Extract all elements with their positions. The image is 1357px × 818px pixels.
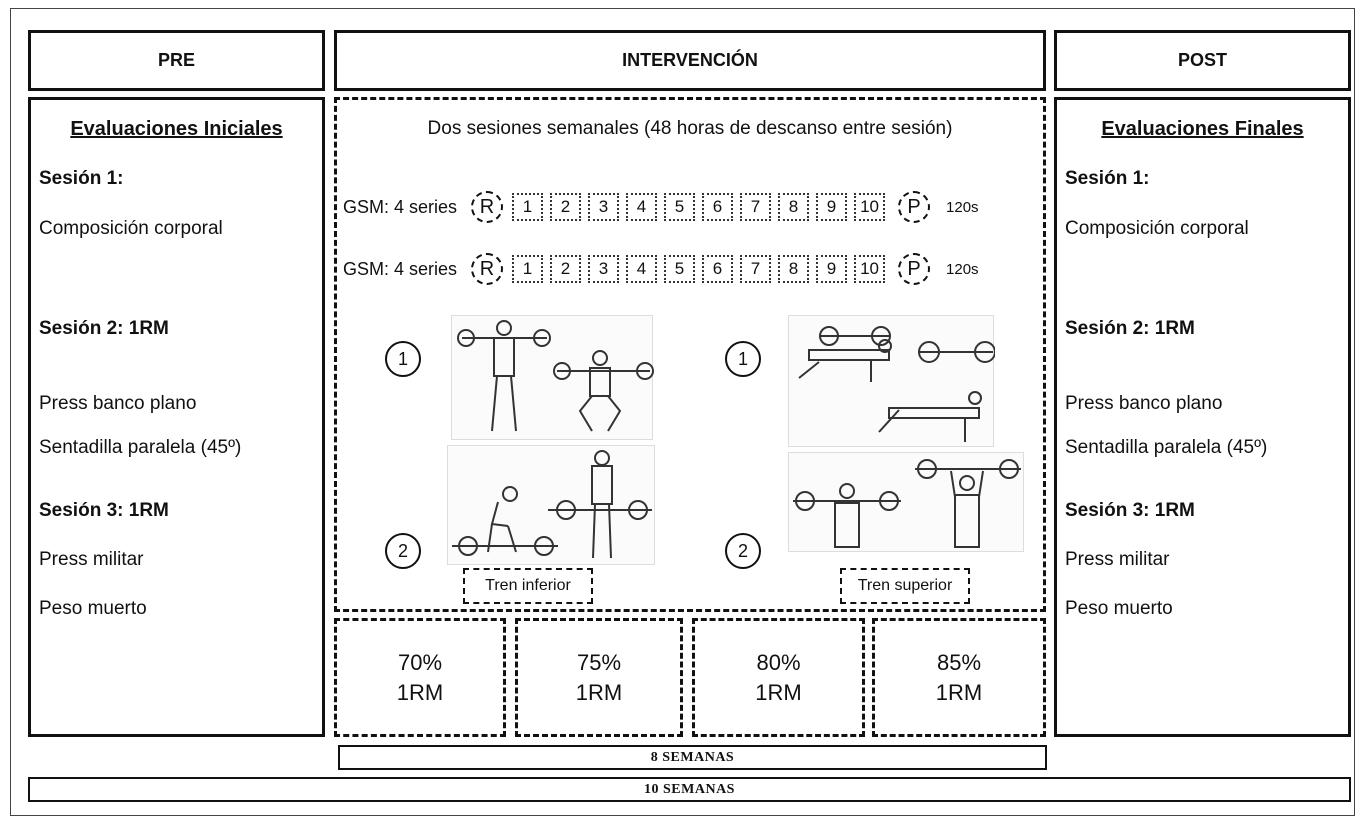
rep-box: 9 — [816, 193, 847, 221]
post-session-3-item: Press militar — [1065, 549, 1170, 571]
lower-body-label: Tren inferior — [463, 568, 593, 604]
gsm-label: GSM: 4 series — [343, 197, 457, 218]
pre-session-2-item: Sentadilla paralela (45º) — [39, 437, 241, 459]
pre-panel: Evaluaciones Iniciales Sesión 1: Composi… — [28, 97, 325, 737]
gsm-row: GSM: 4 series R 1 2 3 4 5 6 7 8 9 10 P 1… — [343, 191, 979, 223]
rep-box: 5 — [664, 193, 695, 221]
military-press-figures-icon — [789, 453, 1025, 553]
rest-start-marker: R — [471, 191, 503, 223]
pre-header: PRE — [28, 30, 325, 91]
eight-weeks-bar: 8 SEMANAS — [338, 745, 1047, 770]
rep-box: 10 — [854, 193, 885, 221]
exercise-number-upper-1: 1 — [725, 341, 761, 377]
sessions-text: Dos sesiones semanales (48 horas de desc… — [337, 118, 1043, 140]
ten-weeks-bar: 10 SEMANAS — [28, 777, 1351, 802]
intensity-box: 75% 1RM — [515, 618, 683, 737]
rep-box: 9 — [816, 255, 847, 283]
intensity-box: 70% 1RM — [334, 618, 506, 737]
rep-box: 2 — [550, 255, 581, 283]
rest-time: 120s — [946, 199, 979, 216]
rep-box: 2 — [550, 193, 581, 221]
intensity-unit: 1RM — [936, 678, 982, 708]
intervention-header: INTERVENCIÓN — [334, 30, 1046, 91]
post-session-2-item: Sentadilla paralela (45º) — [1065, 437, 1267, 459]
post-panel: Evaluaciones Finales Sesión 1: Composici… — [1054, 97, 1351, 737]
post-session-2-item: Press banco plano — [1065, 393, 1222, 415]
exercise-number-lower-2: 2 — [385, 533, 421, 569]
rep-box: 5 — [664, 255, 695, 283]
exercise-number-upper-2: 2 — [725, 533, 761, 569]
deadlift-figures-icon — [448, 446, 656, 566]
intensity-unit: 1RM — [397, 678, 443, 708]
post-header: POST — [1054, 30, 1351, 91]
gsm-row: GSM: 4 series R 1 2 3 4 5 6 7 8 9 10 P 1… — [343, 253, 979, 285]
squat-figures-icon — [452, 316, 654, 441]
rep-box: 7 — [740, 193, 771, 221]
intervention-panel: Dos sesiones semanales (48 horas de desc… — [334, 97, 1046, 612]
intensity-percent: 80% — [756, 648, 800, 678]
deadlift-illustration — [447, 445, 655, 565]
post-title: Evaluaciones Finales — [1057, 118, 1348, 141]
rep-box: 10 — [854, 255, 885, 283]
pre-session-1-item: Composición corporal — [39, 218, 223, 240]
rep-box: 4 — [626, 255, 657, 283]
pause-marker: P — [898, 253, 930, 285]
intensity-unit: 1RM — [755, 678, 801, 708]
military-press-illustration — [788, 452, 1024, 552]
pre-session-3: Sesión 3: 1RM — [39, 500, 169, 522]
pre-session-2: Sesión 2: 1RM — [39, 318, 169, 340]
pre-session-2-item: Press banco plano — [39, 393, 196, 415]
bench-press-illustration — [788, 315, 994, 447]
post-session-1-item: Composición corporal — [1065, 218, 1249, 240]
exercise-number-lower-1: 1 — [385, 341, 421, 377]
pre-session-3-item: Press militar — [39, 549, 144, 571]
rep-box: 7 — [740, 255, 771, 283]
rest-start-marker: R — [471, 253, 503, 285]
gsm-label: GSM: 4 series — [343, 259, 457, 280]
rep-box: 3 — [588, 193, 619, 221]
intensity-percent: 85% — [937, 648, 981, 678]
post-session-1: Sesión 1: — [1065, 168, 1149, 190]
rep-box: 6 — [702, 255, 733, 283]
post-session-3: Sesión 3: 1RM — [1065, 500, 1195, 522]
post-session-2: Sesión 2: 1RM — [1065, 318, 1195, 340]
squat-illustration — [451, 315, 653, 440]
bench-press-figures-icon — [789, 316, 995, 448]
rep-box: 8 — [778, 255, 809, 283]
post-session-3-item: Peso muerto — [1065, 598, 1173, 620]
upper-body-label: Tren superior — [840, 568, 970, 604]
intensity-box: 80% 1RM — [692, 618, 865, 737]
intensity-percent: 70% — [398, 648, 442, 678]
rep-box: 4 — [626, 193, 657, 221]
rep-box: 1 — [512, 193, 543, 221]
pause-marker: P — [898, 191, 930, 223]
intensity-unit: 1RM — [576, 678, 622, 708]
pre-session-3-item: Peso muerto — [39, 598, 147, 620]
intensity-percent: 75% — [577, 648, 621, 678]
rest-time: 120s — [946, 261, 979, 278]
pre-session-1: Sesión 1: — [39, 168, 123, 190]
rep-box: 3 — [588, 255, 619, 283]
intensity-box: 85% 1RM — [872, 618, 1046, 737]
rep-box: 8 — [778, 193, 809, 221]
rep-box: 6 — [702, 193, 733, 221]
pre-title: Evaluaciones Iniciales — [31, 118, 322, 141]
rep-box: 1 — [512, 255, 543, 283]
